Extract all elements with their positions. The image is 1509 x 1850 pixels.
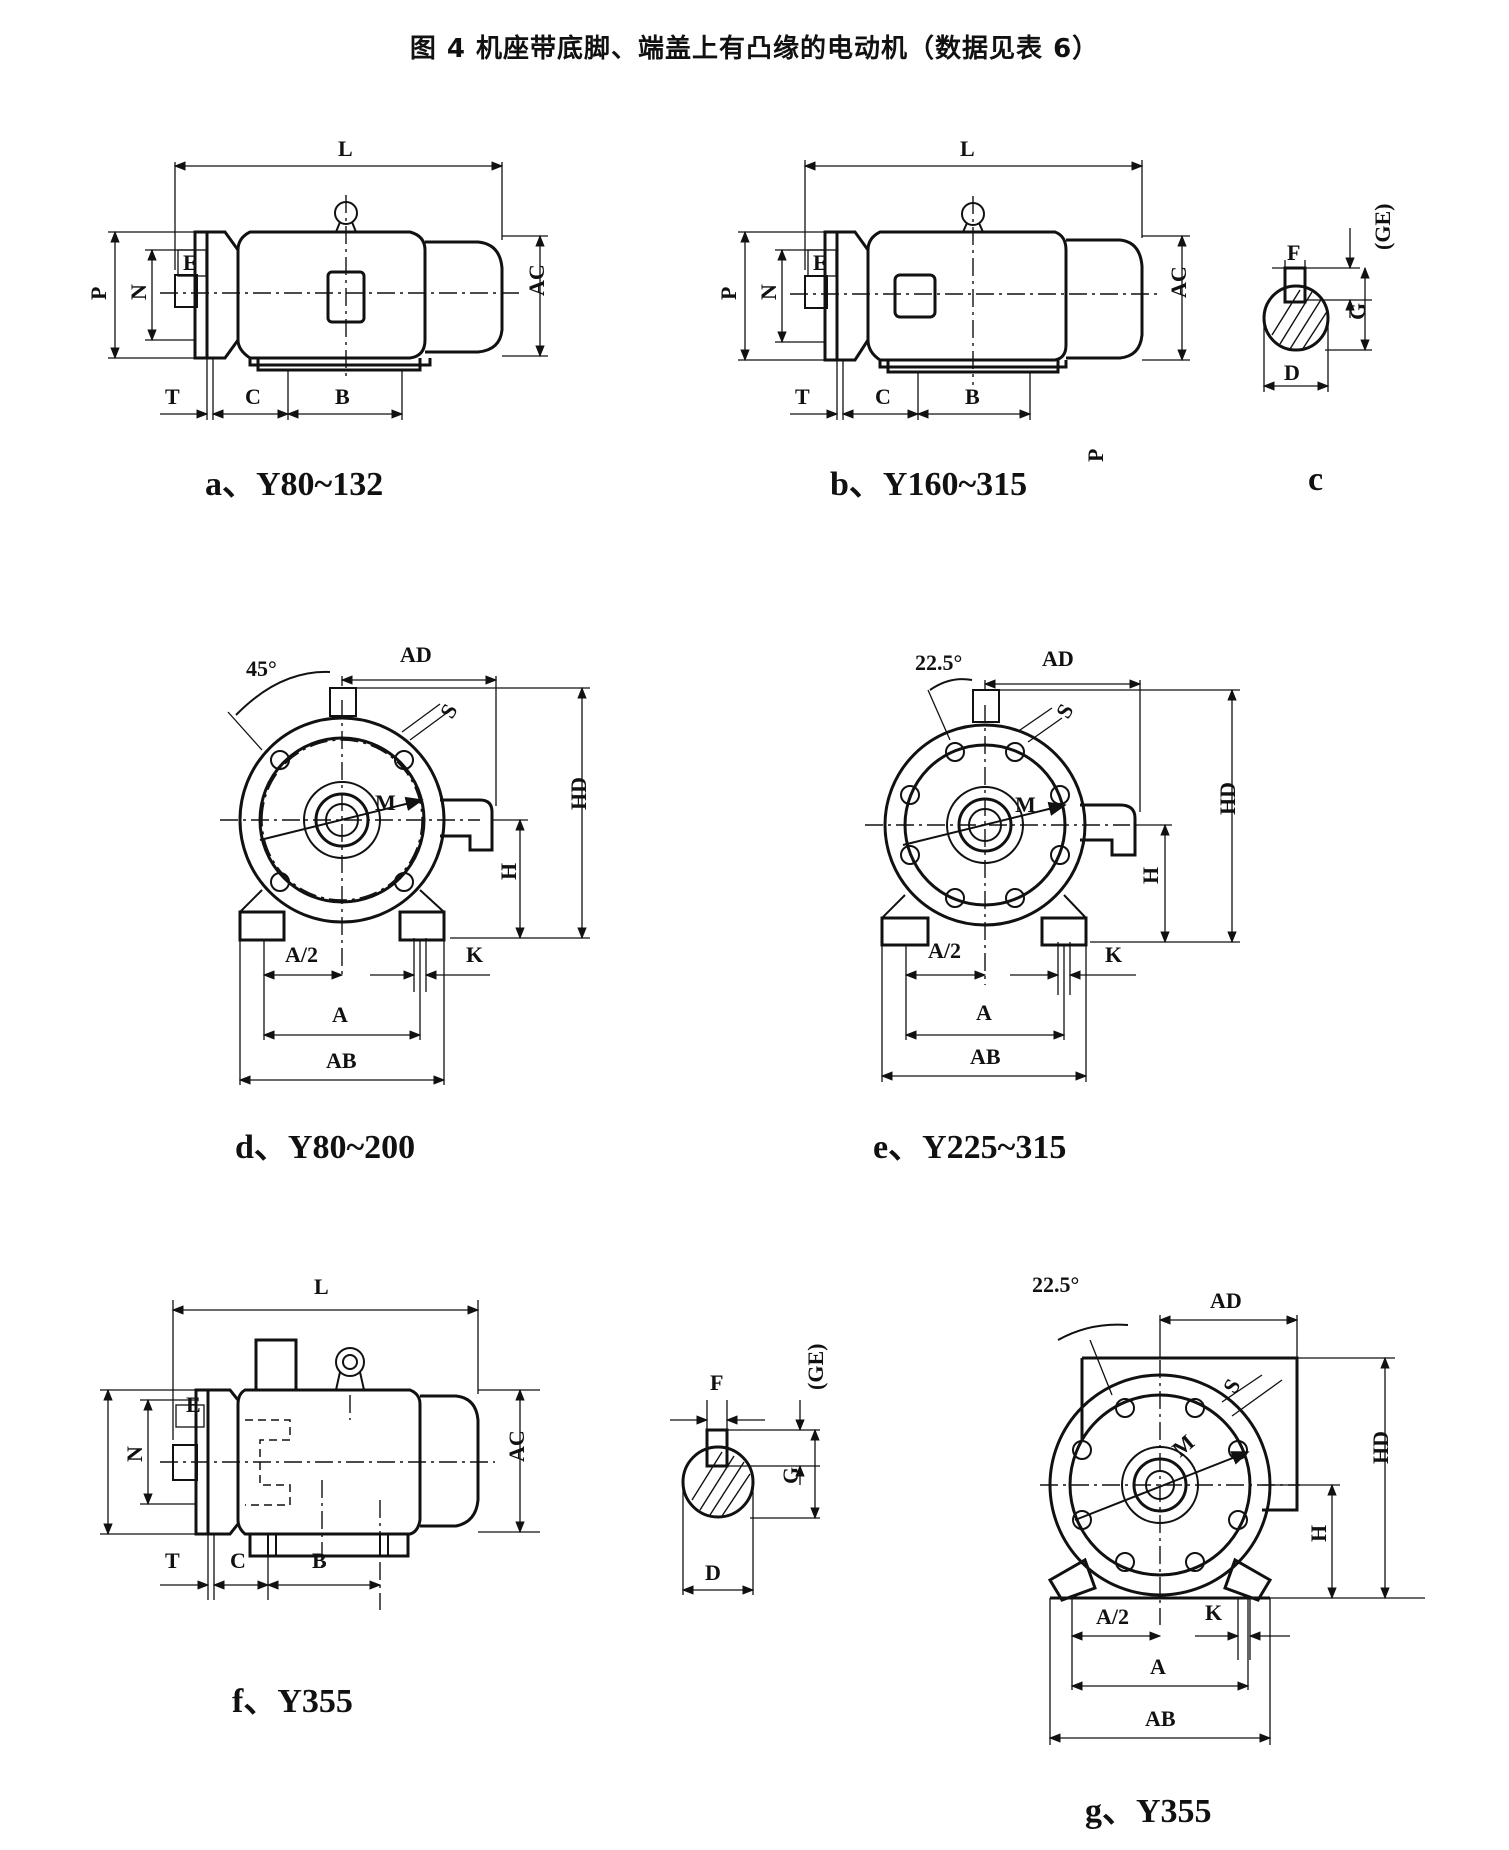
panel-e-end-view [865, 678, 1240, 1082]
panel-d-label-AB: AB [326, 1048, 357, 1073]
panel-a-label-C: C [245, 384, 261, 409]
panel-d-label-K: K [466, 942, 483, 967]
panel-b-label-C: C [875, 384, 891, 409]
panel-f-shaft-label-G: G [778, 1467, 803, 1484]
panel-c-label-D: D [1284, 360, 1300, 385]
panel-e-label-HD: HD [1215, 782, 1240, 815]
panel-f-caption: f、Y355 [232, 1683, 353, 1720]
panel-g-label-K: K [1205, 1600, 1222, 1625]
panel-e-label-M: M [1015, 792, 1036, 817]
panel-d-label-45deg: 45° [246, 656, 277, 681]
panel-e-label-S: S [1051, 699, 1079, 722]
panel-g-label-HD: HD [1368, 1431, 1393, 1464]
panel-g-label-AB: AB [1145, 1706, 1176, 1731]
panel-f-label-T: T [165, 1548, 180, 1573]
panel-e-label-AB: AB [970, 1044, 1001, 1069]
panel-f-label-C: C [230, 1548, 246, 1573]
panel-e-label-K: K [1105, 942, 1122, 967]
panel-b-side-view [738, 160, 1190, 420]
panel-b-label-N: N [756, 284, 781, 300]
panel-c-caption: c [1308, 461, 1323, 498]
panel-c-label-F: F [1287, 240, 1300, 265]
panel-d-label-H: H [496, 863, 521, 880]
panel-d-caption: d、Y80~200 [235, 1129, 415, 1166]
panel-b-label-E: E [813, 250, 828, 275]
panel-b-label-AC: AC [1166, 266, 1191, 298]
panel-a-caption: a、Y80~132 [205, 466, 383, 503]
panel-g-label-22-5deg: 22.5° [1032, 1272, 1079, 1297]
panel-f-shaft-section [670, 1400, 820, 1595]
panel-f-label-AC: AC [504, 1430, 529, 1462]
panel-e-label-A: A [976, 1000, 992, 1025]
panel-f-label-B: B [312, 1548, 327, 1573]
figure-title: 图 4 机座带底脚、端盖上有凸缘的电动机（数据见表 6） [409, 34, 1100, 64]
panel-d-label-A-half: A/2 [285, 942, 318, 967]
panel-a-label-AC: AC [524, 264, 549, 296]
panel-f-shaft-label-GE: (GE) [803, 1344, 828, 1390]
panel-f-side-view [100, 1300, 540, 1610]
panel-b-label-T: T [795, 384, 810, 409]
panel-g-label-A: A [1150, 1654, 1166, 1679]
panel-b-caption: b、Y160~315 [830, 466, 1027, 503]
panel-g-label-AD: AD [1210, 1288, 1242, 1313]
panel-e-label-AD: AD [1042, 646, 1074, 671]
panel-a-label-L: L [338, 136, 353, 161]
panel-e-caption: e、Y225~315 [873, 1129, 1066, 1166]
panel-g-label-M: M [1167, 1429, 1199, 1462]
panel-g-label-A-half: A/2 [1096, 1604, 1129, 1629]
panel-d-label-M: M [375, 790, 396, 815]
panel-e-label-22-5deg: 22.5° [915, 650, 962, 675]
panel-f-label-L: L [314, 1274, 329, 1299]
panel-d-label-AD: AD [400, 642, 432, 667]
panel-f-label-N: N [122, 1446, 147, 1462]
panel-d-label-HD: HD [566, 777, 591, 810]
panel-b-label-B: B [965, 384, 980, 409]
panel-b-label-L: L [960, 136, 975, 161]
panel-g-caption: g、Y355 [1085, 1793, 1212, 1830]
panel-e-label-H: H [1138, 867, 1163, 884]
panel-d-end-view [220, 670, 590, 1085]
panel-a-side-view [108, 161, 548, 420]
panel-f-label-P: P [1083, 449, 1108, 462]
panel-a-label-T: T [165, 384, 180, 409]
panel-f-shaft-label-D: D [705, 1560, 721, 1585]
panel-c-label-G: G [1345, 303, 1370, 320]
panel-c-label-GE: (GE) [1370, 204, 1395, 250]
panel-f-shaft-label-F: F [710, 1370, 723, 1395]
panel-c-shaft-section [1262, 228, 1372, 392]
panel-f-label-E: E [186, 1392, 201, 1417]
panel-a-label-P: P [86, 287, 111, 300]
panel-e-label-A-half: A/2 [928, 938, 961, 963]
panel-a-label-B: B [335, 384, 350, 409]
panel-g-end-view [1040, 1315, 1425, 1745]
panel-b-label-P: P [716, 287, 741, 300]
panel-d-label-A: A [332, 1002, 348, 1027]
panel-g-label-H: H [1306, 1525, 1331, 1542]
panel-a-label-E: E [183, 250, 198, 275]
panel-a-label-N: N [126, 284, 151, 300]
